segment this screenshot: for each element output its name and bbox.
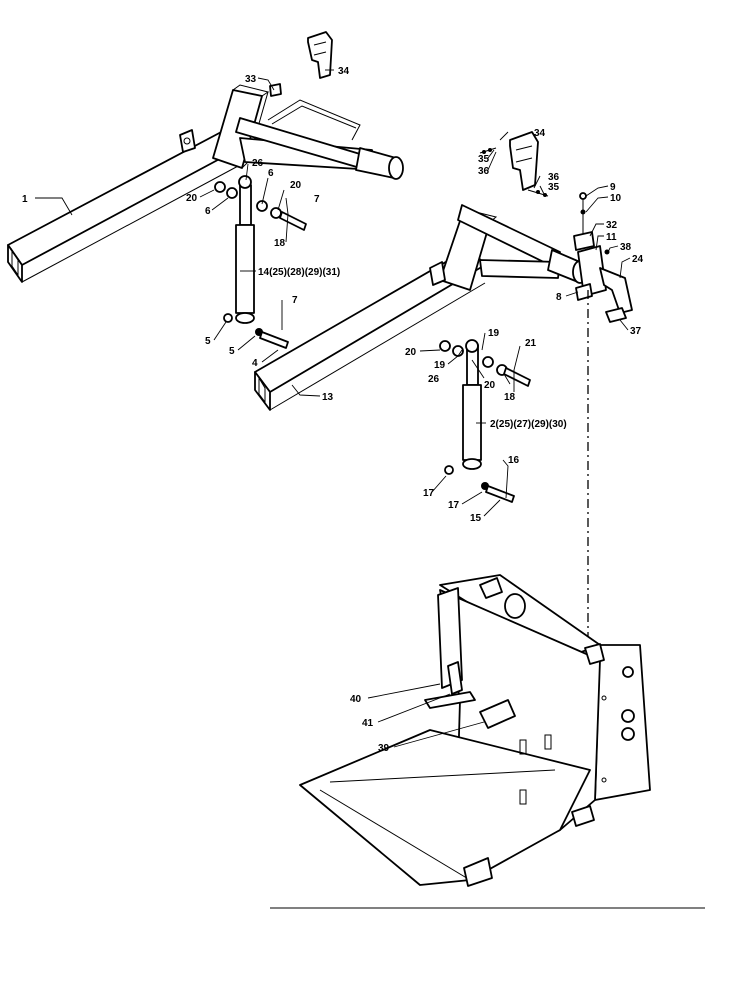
cylinder-2 bbox=[462, 339, 482, 470]
bolts-35-36 bbox=[479, 147, 549, 197]
callout-10: 10 bbox=[610, 193, 622, 204]
callout-5a: 5 bbox=[205, 336, 211, 347]
callout-17b: 17 bbox=[448, 500, 460, 511]
callout-26a: 26 bbox=[252, 158, 264, 169]
callout-41: 41 bbox=[362, 718, 374, 729]
wear-plate-right bbox=[509, 131, 539, 191]
header-frame bbox=[299, 574, 651, 887]
callout-35b: 35 bbox=[548, 182, 560, 193]
callout-18b: 18 bbox=[504, 392, 516, 403]
callout-39: 39 bbox=[378, 743, 390, 754]
callout-40: 40 bbox=[350, 694, 362, 705]
callout-8: 8 bbox=[556, 292, 562, 303]
callout-19b: 19 bbox=[434, 360, 446, 371]
callout-6b: 6 bbox=[205, 206, 211, 217]
callout-38: 38 bbox=[620, 242, 632, 253]
callout-11: 11 bbox=[606, 232, 617, 243]
callout-19a: 19 bbox=[488, 328, 500, 339]
mount-hardware bbox=[573, 192, 633, 323]
callout-36b: 36 bbox=[548, 172, 560, 183]
callout-2: 2(25)(27)(29)(30) bbox=[490, 419, 567, 430]
hardware-left bbox=[214, 181, 307, 349]
callout-4: 4 bbox=[252, 358, 258, 369]
callout-34a: 34 bbox=[338, 66, 350, 77]
callout-37: 37 bbox=[630, 326, 642, 337]
callout-35a: 35 bbox=[478, 154, 490, 165]
lift-arm-right bbox=[254, 204, 588, 411]
callout-17a: 17 bbox=[423, 488, 435, 499]
callout-33: 33 bbox=[245, 74, 257, 85]
callout-32: 32 bbox=[606, 220, 618, 231]
wear-plate-left bbox=[307, 31, 333, 79]
cylinder-14 bbox=[235, 175, 255, 324]
callout-18a: 18 bbox=[274, 238, 286, 249]
lift-arm-left bbox=[7, 84, 404, 283]
callout-14: 14(25)(28)(29)(31) bbox=[258, 267, 340, 278]
callout-20b: 20 bbox=[290, 180, 302, 191]
callout-20d: 20 bbox=[484, 380, 496, 391]
callout-6a: 6 bbox=[268, 168, 274, 179]
callout-9: 9 bbox=[610, 182, 616, 193]
callout-1: 1 bbox=[22, 194, 28, 205]
callout-labels: 1 2(25)(27)(29)(30) 4 5 5 6 6 7 7 8 9 10… bbox=[22, 66, 644, 754]
pad-33 bbox=[269, 83, 282, 97]
callout-16: 16 bbox=[508, 455, 520, 466]
callout-15: 15 bbox=[470, 513, 482, 524]
callout-13: 13 bbox=[322, 392, 334, 403]
callout-7b: 7 bbox=[292, 295, 298, 306]
callout-20a: 20 bbox=[186, 193, 198, 204]
callout-36a: 36 bbox=[478, 166, 490, 177]
leader-lines bbox=[35, 69, 631, 748]
callout-7a: 7 bbox=[314, 194, 320, 205]
callout-20c: 20 bbox=[405, 347, 417, 358]
callout-34b: 34 bbox=[534, 128, 546, 139]
callout-21: 21 bbox=[525, 338, 537, 349]
callout-26b: 26 bbox=[428, 374, 440, 385]
callout-5b: 5 bbox=[229, 346, 235, 357]
callout-24: 24 bbox=[632, 254, 644, 265]
